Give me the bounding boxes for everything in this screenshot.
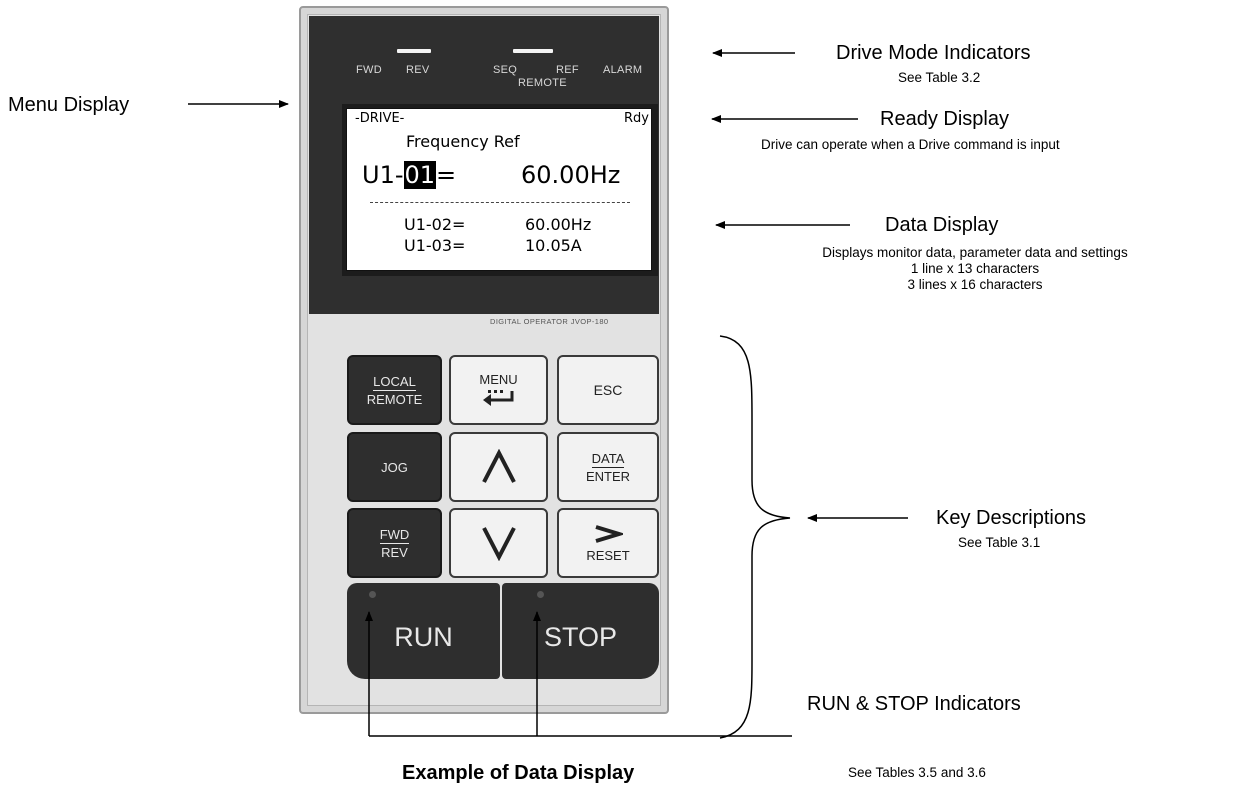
menu-label: MENU [479, 371, 518, 387]
figure-caption: Example of Data Display [402, 762, 635, 784]
lcd-divider [370, 202, 630, 203]
data-display-title: Data Display [885, 214, 999, 236]
lcd-title: Frequency Ref [406, 132, 520, 151]
up-arrow-icon [481, 449, 516, 483]
esc-key[interactable]: ESC [557, 355, 659, 425]
lcd-line2-value: 60.00Hz [525, 215, 592, 234]
data-display-sub-3: 3 lines x 16 characters [907, 277, 1043, 292]
data-display-sub-1: Displays monitor data, parameter data an… [822, 245, 1128, 260]
stop-indicator-led [537, 591, 544, 598]
drive-mode-sub: See Table 3.2 [898, 70, 981, 85]
fwd-rev-key[interactable]: FWD REV [347, 508, 442, 578]
local-label: LOCAL [373, 373, 416, 391]
lcd-cursor: 01 [403, 161, 437, 189]
down-arrow-icon [481, 527, 516, 561]
model-label: DIGITAL OPERATOR JVOP-180 [490, 317, 609, 326]
shift-reset-key[interactable]: RESET [557, 508, 659, 578]
indicator-seq: SEQ [493, 64, 518, 76]
key-descriptions-sub: See Table 3.1 [958, 535, 1041, 550]
data-label: DATA [591, 450, 625, 468]
data-display-sub-2: 1 line x 13 characters [910, 261, 1040, 276]
lcd-status: Rdy [624, 111, 649, 126]
seq-ref-led [513, 49, 553, 53]
lcd-line3-param: U1-03= [404, 236, 466, 255]
indicator-remote: REMOTE [518, 77, 567, 89]
lcd-main-value: 60.00Hz [521, 161, 621, 189]
lcd-main-prefix: U1- [362, 161, 404, 189]
fwd-label: FWD [379, 526, 410, 544]
rev-label: REV [381, 544, 408, 560]
data-display-description: Displays monitor data, parameter data an… [735, 245, 1215, 293]
data-enter-key[interactable]: DATA ENTER [557, 432, 659, 502]
lcd-line3-value: 10.05A [525, 236, 582, 255]
run-indicator-led [369, 591, 376, 598]
jog-key[interactable]: JOG [347, 432, 442, 502]
menu-key[interactable]: MENU [449, 355, 548, 425]
indicator-alarm: ALARM [603, 64, 643, 76]
remote-label: REMOTE [366, 391, 423, 407]
fwd-rev-led [397, 49, 431, 53]
menu-display-label: Menu Display [8, 94, 130, 116]
indicator-rev: REV [406, 64, 430, 76]
lcd-main-line: U1-01= [362, 161, 456, 189]
ready-display-title: Ready Display [880, 108, 1009, 130]
down-key[interactable] [449, 508, 548, 578]
stop-key[interactable]: STOP [502, 583, 659, 679]
up-key[interactable] [449, 432, 548, 502]
jog-label: JOG [381, 459, 408, 475]
stop-label: STOP [543, 621, 618, 652]
esc-label: ESC [593, 382, 623, 398]
local-remote-key[interactable]: LOCAL REMOTE [347, 355, 442, 425]
lcd-main-eq: = [436, 161, 457, 189]
run-label: RUN [394, 621, 453, 652]
key-descriptions-title: Key Descriptions [936, 507, 1087, 529]
run-stop-title: RUN & STOP Indicators [807, 693, 1021, 715]
lcd-mode: -DRIVE- [355, 111, 405, 126]
indicator-fwd: FWD [356, 64, 382, 76]
lcd-line2-param: U1-02= [404, 215, 466, 234]
enter-arrow-icon [482, 389, 513, 406]
ready-display-sub: Drive can operate when a Drive command i… [761, 137, 1060, 152]
lcd-screen [346, 108, 652, 271]
key-brace [719, 335, 791, 739]
reset-label: RESET [586, 547, 630, 563]
indicator-ref: REF [556, 64, 579, 76]
enter-label: ENTER [585, 468, 631, 484]
run-key[interactable]: RUN [347, 583, 500, 679]
drive-mode-title: Drive Mode Indicators [836, 42, 1031, 64]
right-arrow-icon [595, 524, 623, 543]
run-stop-sub: See Tables 3.5 and 3.6 [848, 765, 986, 780]
